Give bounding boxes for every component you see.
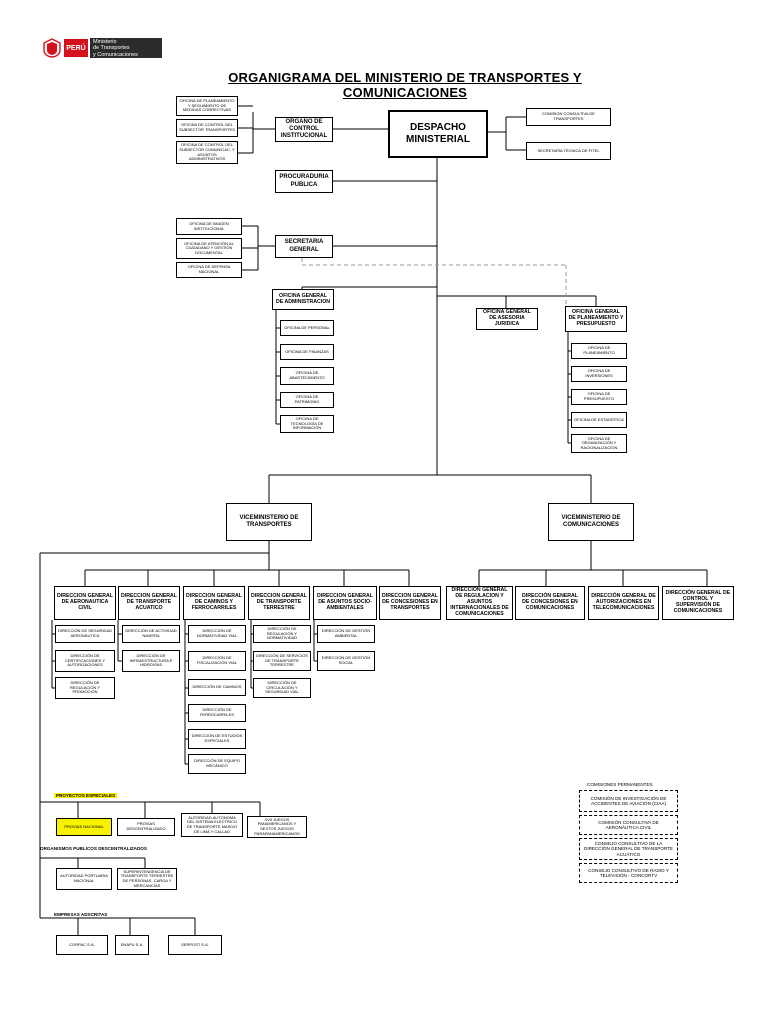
dg-child-box: DIRECCIÓN DE SEGURIDAD AERONÁUTICA [55, 625, 115, 643]
oci-child-box: OFICINA DE CONTROL DEL SUBSECTOR TRANSPO… [176, 119, 238, 137]
dg-terrestre-box: DIRECCION GENERAL DE TRANSPORTE TERRESTR… [248, 586, 310, 620]
comision-box: CONSEJO CONSULTIVO DE RADIO Y TELEVISIÓN… [579, 863, 678, 883]
dg-child-box: DIRECCIÓN DE CERTIFICACIONES Y AUTORIZAC… [55, 650, 115, 672]
procuraduria-box: PROCURADURIA PUBLICA [275, 170, 333, 193]
opd-box: AUTORIDAD PORTUARIA NACIONAL [56, 868, 112, 890]
logo-line-2: de Transportes [93, 45, 130, 52]
dg-child-box: DIRECCIÓN DE GESTIÓN SOCIAL [317, 651, 375, 671]
dg-child-box: DIRECCIÓN DE GESTIÓN AMBIENTAL [317, 625, 375, 643]
dg-regulacion-comunicaciones-box: DIRECCION GENERAL DE REGULACION Y ASUNTO… [446, 586, 513, 620]
page-title: ORGANIGRAMA DEL MINISTERIO DE TRANSPORTE… [228, 70, 582, 100]
ogpp-child-box: OFICINA DE PRESUPUESTO [571, 389, 627, 405]
empresa-box: ENAPU S.A. [115, 935, 149, 955]
opd-box: SUPERINTENDENCIA DE TRANSPORTE TERRESTRE… [117, 868, 177, 890]
dg-child-box: DIRECCIÓN DE REGULACIÓN Y PROMOCIÓN [55, 677, 115, 699]
dg-socioambientales-box: DIRECCION GENERAL DE ASUNTOS SOCIO-AMBIE… [313, 586, 377, 620]
dg-acuatico-box: DIRECCION GENERAL DE TRANSPORTE ACUATICO [118, 586, 180, 620]
proyecto-box: PROVIAS NACIONAL [56, 818, 112, 836]
dg-child-box: DIRECCIÓN DE CIRCULACIÓN Y SEGURIDAD VIA… [253, 678, 311, 698]
ogpp-child-box: OFICINA DE ESTADÍSTICA [571, 412, 627, 428]
comision-consultiva-box: COMISIÓN CONSULTIVA DE TRANSPORTES [526, 108, 611, 126]
ogpp-box: OFICINA GENERAL DE PLANEAMIENTO Y PRESUP… [565, 306, 627, 332]
ministry-name-block: Ministerio de Transportes y Comunicacion… [90, 38, 162, 58]
comision-box: COMISIÓN DE INVESTIGACIÓN DE ACCIDENTES … [579, 790, 678, 812]
dg-child-box: DIRECCIÓN DE CAMINOS [188, 679, 246, 696]
sg-child-box: OFICINA DE IMAGEN INSTITUCIONAL [176, 218, 242, 235]
proyecto-box: PROVIAS DESCENTRALIZADO [117, 818, 175, 836]
proyecto-box: AUTORIDAD AUTÓNOMA DEL SISTEMA ELÉCTRICO… [181, 813, 243, 837]
logo-line-1: Ministerio [93, 39, 117, 45]
sg-child-box: OFICINA DE DEFENSA NACIONAL [176, 262, 242, 278]
dg-control-supervision-box: DIRECCIÓN GENERAL DE CONTROL Y SUPERVISI… [662, 586, 734, 620]
oga-child-box: OFICINA DE PATRIMONIO [280, 392, 334, 408]
dg-child-box: DIRECCIÓN DE ACTIVIDAD NAVIERA [122, 625, 180, 643]
oga-child-box: OFICINA DE TECNOLOGÍA DE INFORMACIÓN [280, 415, 334, 433]
secretaria-fitel-box: SECRETARÍA TÉCNICA DE FITEL [526, 142, 611, 160]
comision-box: CONSEJO CONSULTIVO DE LA DIRECCIÓN GENER… [579, 838, 678, 860]
dg-concesiones-transportes-box: DIRECCION GENERAL DE CONCESIONES EN TRAN… [379, 586, 441, 620]
viceministerio-comunicaciones-box: VICEMINISTERIO DE COMUNICACIONES [548, 503, 634, 541]
proyecto-box: XVII JUEGOS PANAMERICANOS Y SEXTOS JUEGO… [247, 816, 307, 838]
oga-child-box: OFICINA DE PERSONAL [280, 320, 334, 336]
despacho-ministerial-box: DESPACHO MINISTERIAL [388, 110, 488, 158]
empresa-box: SERPOST S.A. [168, 935, 222, 955]
ogpp-child-box: OFICINA DE INVERSIONES [571, 366, 627, 382]
logo-line-3: y Comunicaciones [93, 51, 138, 58]
secretaria-general-box: SECRETARIA GENERAL [275, 235, 333, 258]
viceministerio-transportes-box: VICEMINISTERIO DE TRANSPORTES [226, 503, 312, 541]
ogpp-child-box: OFICINA DE PLANEAMIENTO [571, 343, 627, 359]
dg-caminos-box: DIRECCION GENERAL DE CAMINOS Y FERROCARR… [183, 586, 245, 620]
dg-child-box: DIRECCIÓN DE INFRAESTRUCTURA E HIDROVÍAS [122, 650, 180, 672]
comision-box: COMISIÓN CONSULTIVA DE AERONÁUTICA CIVIL [579, 815, 678, 835]
dg-aeronautica-box: DIRECCION GENERAL DE AERONAUTICA CIVIL [54, 586, 116, 620]
oga-box: OFICINA GENERAL DE ADMINISTRACION [272, 289, 334, 310]
opd-label: ORGANISMOS PUBLICOS DESCENTRALIZADOS [40, 846, 147, 851]
dg-child-box: DIRECCIÓN DE EQUIPO MECÁNICO [188, 754, 246, 774]
oci-child-box: OFICINA DE CONTROL DEL SUBSECTOR COMUNIC… [176, 141, 238, 164]
dg-child-box: DIRECCIÓN DE FISCALIZACIÓN VIAL [188, 651, 246, 671]
oci-box: ÓRGANO DE CONTROL INSTITUCIONAL [275, 117, 333, 142]
oci-child-box: OFICINA DE PLANEAMIENTO Y SEGUIMIENTO DE… [176, 96, 238, 116]
dg-child-box: DIRECCIÓN DE ESTUDIOS ESPECIALES [188, 729, 246, 749]
comisiones-label: COMISIONES PERMANENTES [587, 782, 653, 787]
dg-child-box: DIRECCIÓN DE FERROCARRILES [188, 704, 246, 722]
dg-child-box: DIRECCIÓN DE SERVICIOS DE TRANSPORTE TER… [253, 651, 311, 671]
empresas-label: EMPRESAS ADSCRITAS [54, 912, 108, 917]
ogaj-box: OFICINA GENERAL DE ASESORIA JURIDICA [476, 308, 538, 330]
dg-autorizaciones-telecom-box: DIRECCIÓN GENERAL DE AUTORIZACIONES EN T… [588, 586, 659, 620]
dg-child-box: DIRECCIÓN DE NORMATIVIDAD VIAL [188, 625, 246, 643]
ministry-logo: PERÚ Ministerio de Transportes y Comunic… [40, 36, 162, 60]
oga-child-box: OFICINA DE FINANZAS [280, 344, 334, 360]
coat-of-arms-icon [43, 38, 61, 58]
dg-concesiones-comunicaciones-box: DIRECCIÓN GENERAL DE CONCESIONES EN COMU… [515, 586, 585, 620]
ogpp-child-box: OFICINA DE ORGANIZACIÓN Y RACIONALIZACIÓ… [571, 434, 627, 453]
oga-child-box: OFICINA DE ABASTECIMIENTO [280, 367, 334, 385]
empresa-box: CORPAC S.A. [56, 935, 108, 955]
peru-badge: PERÚ [64, 39, 88, 57]
sg-child-box: OFICINA DE ATENCIÓN AL CIUDADANO Y GESTI… [176, 238, 242, 259]
proyectos-label: PROYECTOS ESPECIALES [54, 793, 118, 798]
dg-child-box: DIRECCIÓN DE REGULACIÓN Y NORMATIVIDAD [253, 625, 311, 643]
